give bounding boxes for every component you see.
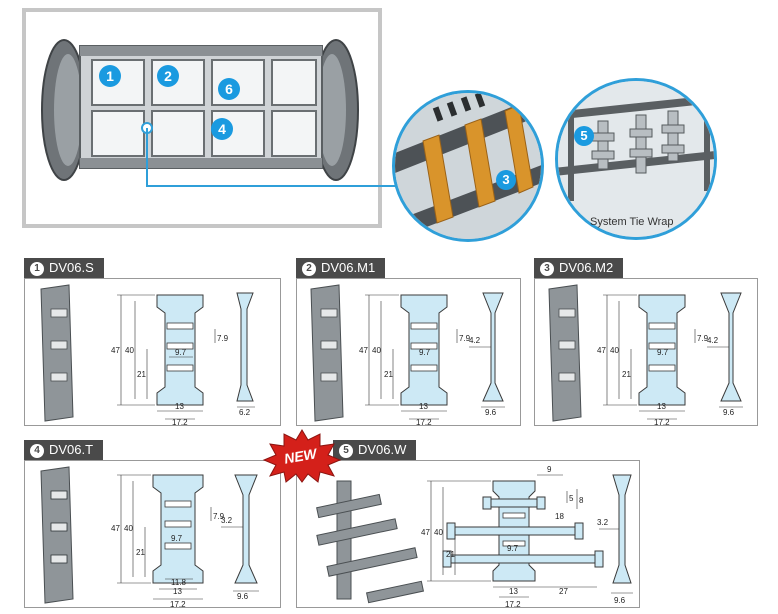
dim-18: 18 — [555, 512, 564, 521]
dim-40: 40 — [434, 528, 443, 537]
dim-8: 8 — [579, 496, 584, 505]
dim-17-2: 17.2 — [172, 418, 188, 427]
dim-9-6: 9.6 — [723, 408, 735, 417]
dim-21: 21 — [446, 550, 455, 559]
connector-line — [146, 128, 410, 187]
dim-17-2: 17.2 — [654, 418, 670, 427]
hero-illustration — [41, 39, 359, 181]
dim-3-2: 3.2 — [221, 516, 233, 525]
panel-dv06-w: 47 40 21 9.7 9 5 8 18 13 17.2 27 3.2 9.6 — [296, 460, 640, 609]
dim-9-7: 9.7 — [171, 534, 183, 543]
panel-number: 1 — [30, 262, 44, 276]
dim-17-2: 17.2 — [416, 418, 432, 427]
dim-6-2: 6.2 — [239, 408, 251, 417]
dim-7-9: 7.9 — [697, 334, 709, 343]
panel-tab-dv06-t: 4 DV06.T — [24, 440, 104, 460]
panel-title: DV06.T — [49, 442, 94, 457]
dim-47: 47 — [111, 346, 120, 355]
tie-wrap-label: System Tie Wrap — [590, 216, 674, 228]
dim-4-2: 4.2 — [469, 336, 481, 345]
dim-3-2: 3.2 — [597, 518, 609, 527]
dim-13: 13 — [173, 587, 182, 596]
zoom-detail-dividers — [392, 90, 544, 242]
panel-number: 3 — [540, 262, 554, 276]
dim-9: 9 — [547, 465, 552, 474]
panel-title: DV06.M1 — [321, 260, 376, 275]
dim-7-9: 7.9 — [459, 334, 471, 343]
panel-number: 2 — [302, 262, 316, 276]
dim-21: 21 — [136, 548, 145, 557]
dim-17-2: 17.2 — [170, 600, 186, 609]
callout-5: 5 — [574, 126, 594, 146]
dim-7-9: 7.9 — [213, 512, 225, 521]
dim-7-9: 7.9 — [217, 334, 229, 343]
panel-tab-dv06-m1: 2 DV06.M1 — [296, 258, 386, 278]
new-badge-burst — [262, 429, 342, 483]
dim-40: 40 — [610, 346, 619, 355]
panel-dv06-m2: 47 40 21 9.7 7.9 13 17.2 4.2 9.6 — [534, 278, 758, 427]
panel-number: 5 — [339, 444, 353, 458]
dim-17-2: 17.2 — [505, 600, 521, 609]
panel-dv06-s: 47 40 21 9.7 7.9 13 17.2 6.2 — [24, 278, 281, 427]
panel-tab-dv06-m2: 3 DV06.M2 — [534, 258, 624, 278]
zoom-detail-tie-wrap — [555, 78, 717, 240]
panel-dv06-m1: 47 40 21 9.7 7.9 13 17.2 4.2 9.6 — [296, 278, 521, 427]
dim-9-7: 9.7 — [419, 348, 431, 357]
dim-47: 47 — [111, 524, 120, 533]
dim-13: 13 — [509, 587, 518, 596]
panel-dv06-t: 47 40 21 9.7 7.9 11.8 13 17.2 3.2 9.6 — [24, 460, 281, 609]
dim-47: 47 — [421, 528, 430, 537]
dim-13: 13 — [175, 402, 184, 411]
dim-9-6: 9.6 — [237, 592, 249, 601]
dim-21: 21 — [137, 370, 146, 379]
panel-number: 4 — [30, 444, 44, 458]
dim-13: 13 — [657, 402, 666, 411]
dim-47: 47 — [359, 346, 368, 355]
dim-13: 13 — [419, 402, 428, 411]
dim-9-6: 9.6 — [485, 408, 497, 417]
dim-40: 40 — [125, 346, 134, 355]
callout-2: 2 — [157, 65, 179, 87]
dim-4-2: 4.2 — [707, 336, 719, 345]
dim-9-7: 9.7 — [657, 348, 669, 357]
dim-5: 5 — [569, 494, 574, 503]
dim-9-7: 9.7 — [507, 544, 519, 553]
dim-21: 21 — [384, 370, 393, 379]
callout-1: 1 — [99, 65, 121, 87]
panel-tab-dv06-w: 5 DV06.W — [333, 440, 417, 460]
dim-40: 40 — [372, 346, 381, 355]
dim-21: 21 — [622, 370, 631, 379]
dim-40: 40 — [124, 524, 133, 533]
dim-11-8: 11.8 — [171, 578, 187, 587]
dim-27: 27 — [559, 587, 568, 596]
panel-title: DV06.M2 — [559, 260, 614, 275]
callout-3: 3 — [496, 170, 516, 190]
dim-47: 47 — [597, 346, 606, 355]
callout-4: 4 — [211, 118, 233, 140]
panel-title: DV06.S — [49, 260, 94, 275]
dim-9-7: 9.7 — [175, 348, 187, 357]
panel-tab-dv06-s: 1 DV06.S — [24, 258, 104, 278]
callout-6: 6 — [218, 78, 240, 100]
panel-title: DV06.W — [358, 442, 407, 457]
dim-9-6: 9.6 — [614, 596, 626, 605]
